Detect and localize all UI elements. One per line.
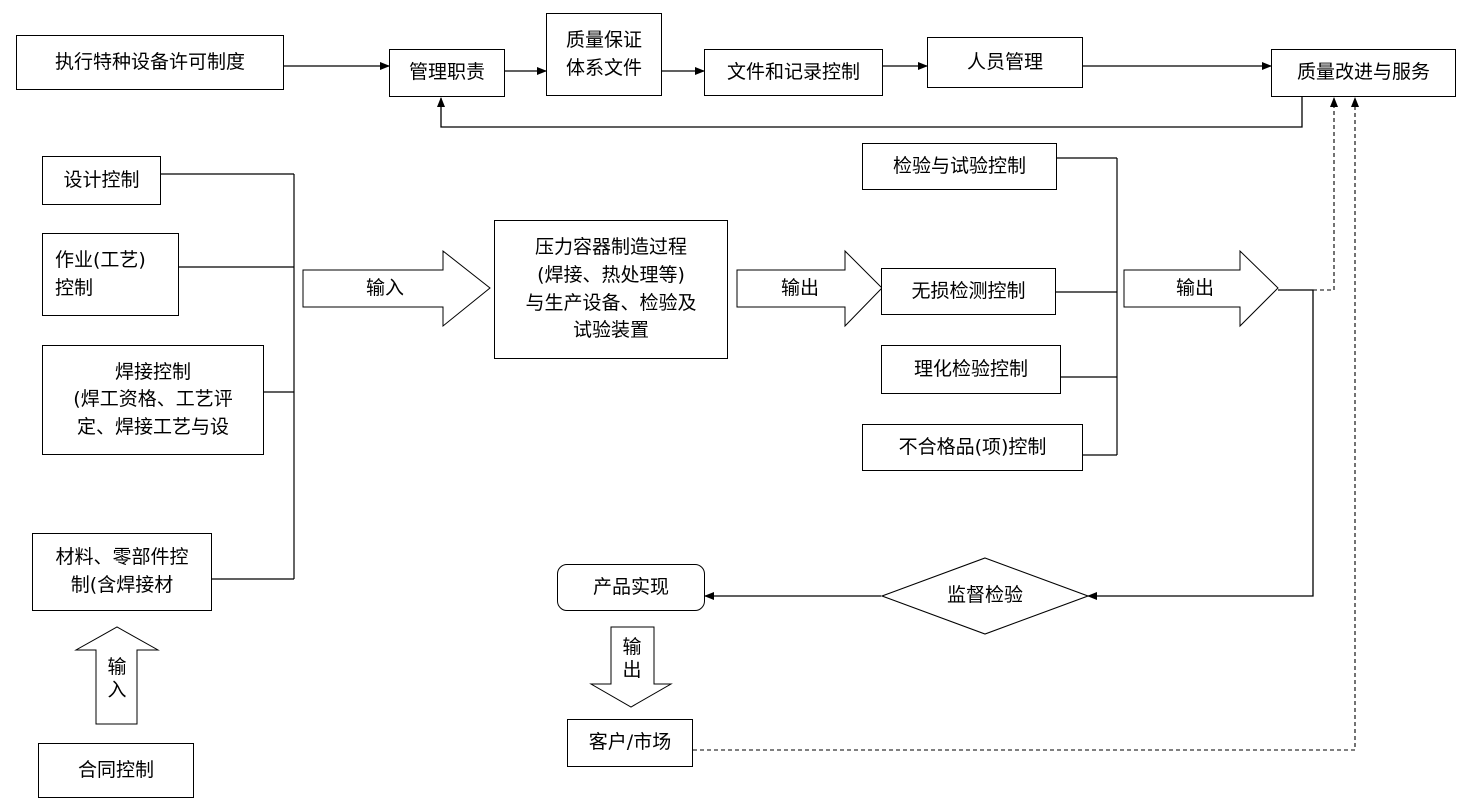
output-down-char2: 出 — [622, 658, 642, 681]
nonconforming-control-box: 不合格品(项)控制 — [862, 424, 1083, 471]
material-control-box: 材料、零部件控 制(含焊接材 — [32, 533, 212, 611]
special-equipment-box: 执行特种设备许可制度 — [16, 35, 284, 90]
personnel-mgmt-box: 人员管理 — [927, 37, 1083, 88]
input-up-char1: 输 — [107, 656, 127, 678]
output-1-label: 输出 — [780, 277, 819, 299]
design-control-box: 设计控制 — [42, 156, 161, 205]
product-realization-box: 产品实现 — [557, 564, 705, 611]
contract-control-box: 合同控制 — [38, 743, 194, 798]
special-equipment-label: 执行特种设备许可制度 — [54, 50, 245, 73]
inspection-test-label: 检验与试验控制 — [892, 154, 1026, 177]
input-up-char2: 入 — [107, 678, 127, 701]
block-arrow-input-main — [302, 249, 491, 328]
supervision-label: 监督检验 — [946, 584, 1023, 607]
welding-control-box: 焊接控制 (焊工资格、工艺评 定、焊接工艺与设 — [42, 345, 264, 455]
quality-improve-label: 质量改进与服务 — [1296, 61, 1430, 84]
edge-customer-to-quality-dashed — [693, 97, 1359, 751]
welding-control-line2: (焊工资格、工艺评 — [73, 388, 233, 411]
output-down-char1: 输 — [622, 636, 642, 658]
block-arrow-output-down — [589, 626, 673, 708]
personnel-mgmt-label: 人员管理 — [966, 50, 1043, 73]
mgmt-duties-box: 管理职责 — [389, 49, 505, 97]
qa-docs-line2: 体系文件 — [565, 56, 642, 79]
input-up-label: 输 入 — [97, 656, 137, 702]
material-control-line1: 材料、零部件控 — [55, 546, 189, 569]
block-arrow-output-1 — [736, 249, 883, 328]
manufacturing-line4: 试验装置 — [572, 319, 649, 342]
edge-output-to-supervision — [1087, 289, 1314, 600]
input-main-label: 输入 — [365, 277, 404, 299]
material-control-line2: 制(含焊接材 — [70, 574, 174, 596]
doc-record-control-label: 文件和记录控制 — [726, 60, 860, 83]
doc-record-control-box: 文件和记录控制 — [704, 49, 883, 96]
process-control-line2: 控制 — [55, 276, 94, 299]
product-realization-label: 产品实现 — [592, 575, 669, 598]
manufacturing-box: 压力容器制造过程 (焊接、热处理等) 与生产设备、检验及 试验装置 — [494, 220, 728, 359]
manufacturing-line2: (焊接、热处理等) — [537, 263, 685, 286]
physchem-control-label: 理化检验控制 — [913, 357, 1028, 380]
mgmt-duties-label: 管理职责 — [408, 61, 485, 84]
design-control-label: 设计控制 — [63, 168, 140, 191]
edge-output-to-quality-dashed — [1278, 97, 1338, 291]
output-down-label: 输 出 — [612, 636, 652, 682]
welding-control-line1: 焊接控制 — [114, 360, 191, 383]
block-arrow-output-2 — [1123, 249, 1279, 328]
welding-control-line3: 定、焊接工艺与设 — [76, 415, 229, 438]
manufacturing-line1: 压力容器制造过程 — [534, 236, 687, 259]
process-control-box: 作业(工艺) 控制 — [42, 233, 179, 316]
physchem-control-box: 理化检验控制 — [881, 345, 1061, 394]
customer-market-label: 客户/市场 — [588, 731, 672, 754]
customer-market-box: 客户/市场 — [567, 719, 693, 767]
ndt-control-label: 无损检测控制 — [911, 279, 1026, 302]
nonconforming-control-label: 不合格品(项)控制 — [898, 435, 1047, 458]
output-2-label: 输出 — [1175, 277, 1214, 299]
ndt-control-box: 无损检测控制 — [881, 268, 1056, 315]
quality-improve-box: 质量改进与服务 — [1271, 49, 1456, 97]
edge-quality-feedback — [437, 97, 1303, 128]
process-control-line1: 作业(工艺) — [55, 248, 146, 271]
qa-docs-box: 质量保证 体系文件 — [546, 13, 662, 96]
qa-docs-line1: 质量保证 — [565, 28, 642, 51]
supervision-diamond-shape — [880, 557, 1090, 635]
manufacturing-line3: 与生产设备、检验及 — [525, 291, 697, 314]
supervision-diamond: 监督检验 — [882, 558, 1088, 634]
contract-control-label: 合同控制 — [77, 758, 154, 781]
inspection-test-box: 检验与试验控制 — [862, 143, 1057, 190]
block-arrow-input-up — [74, 626, 160, 725]
